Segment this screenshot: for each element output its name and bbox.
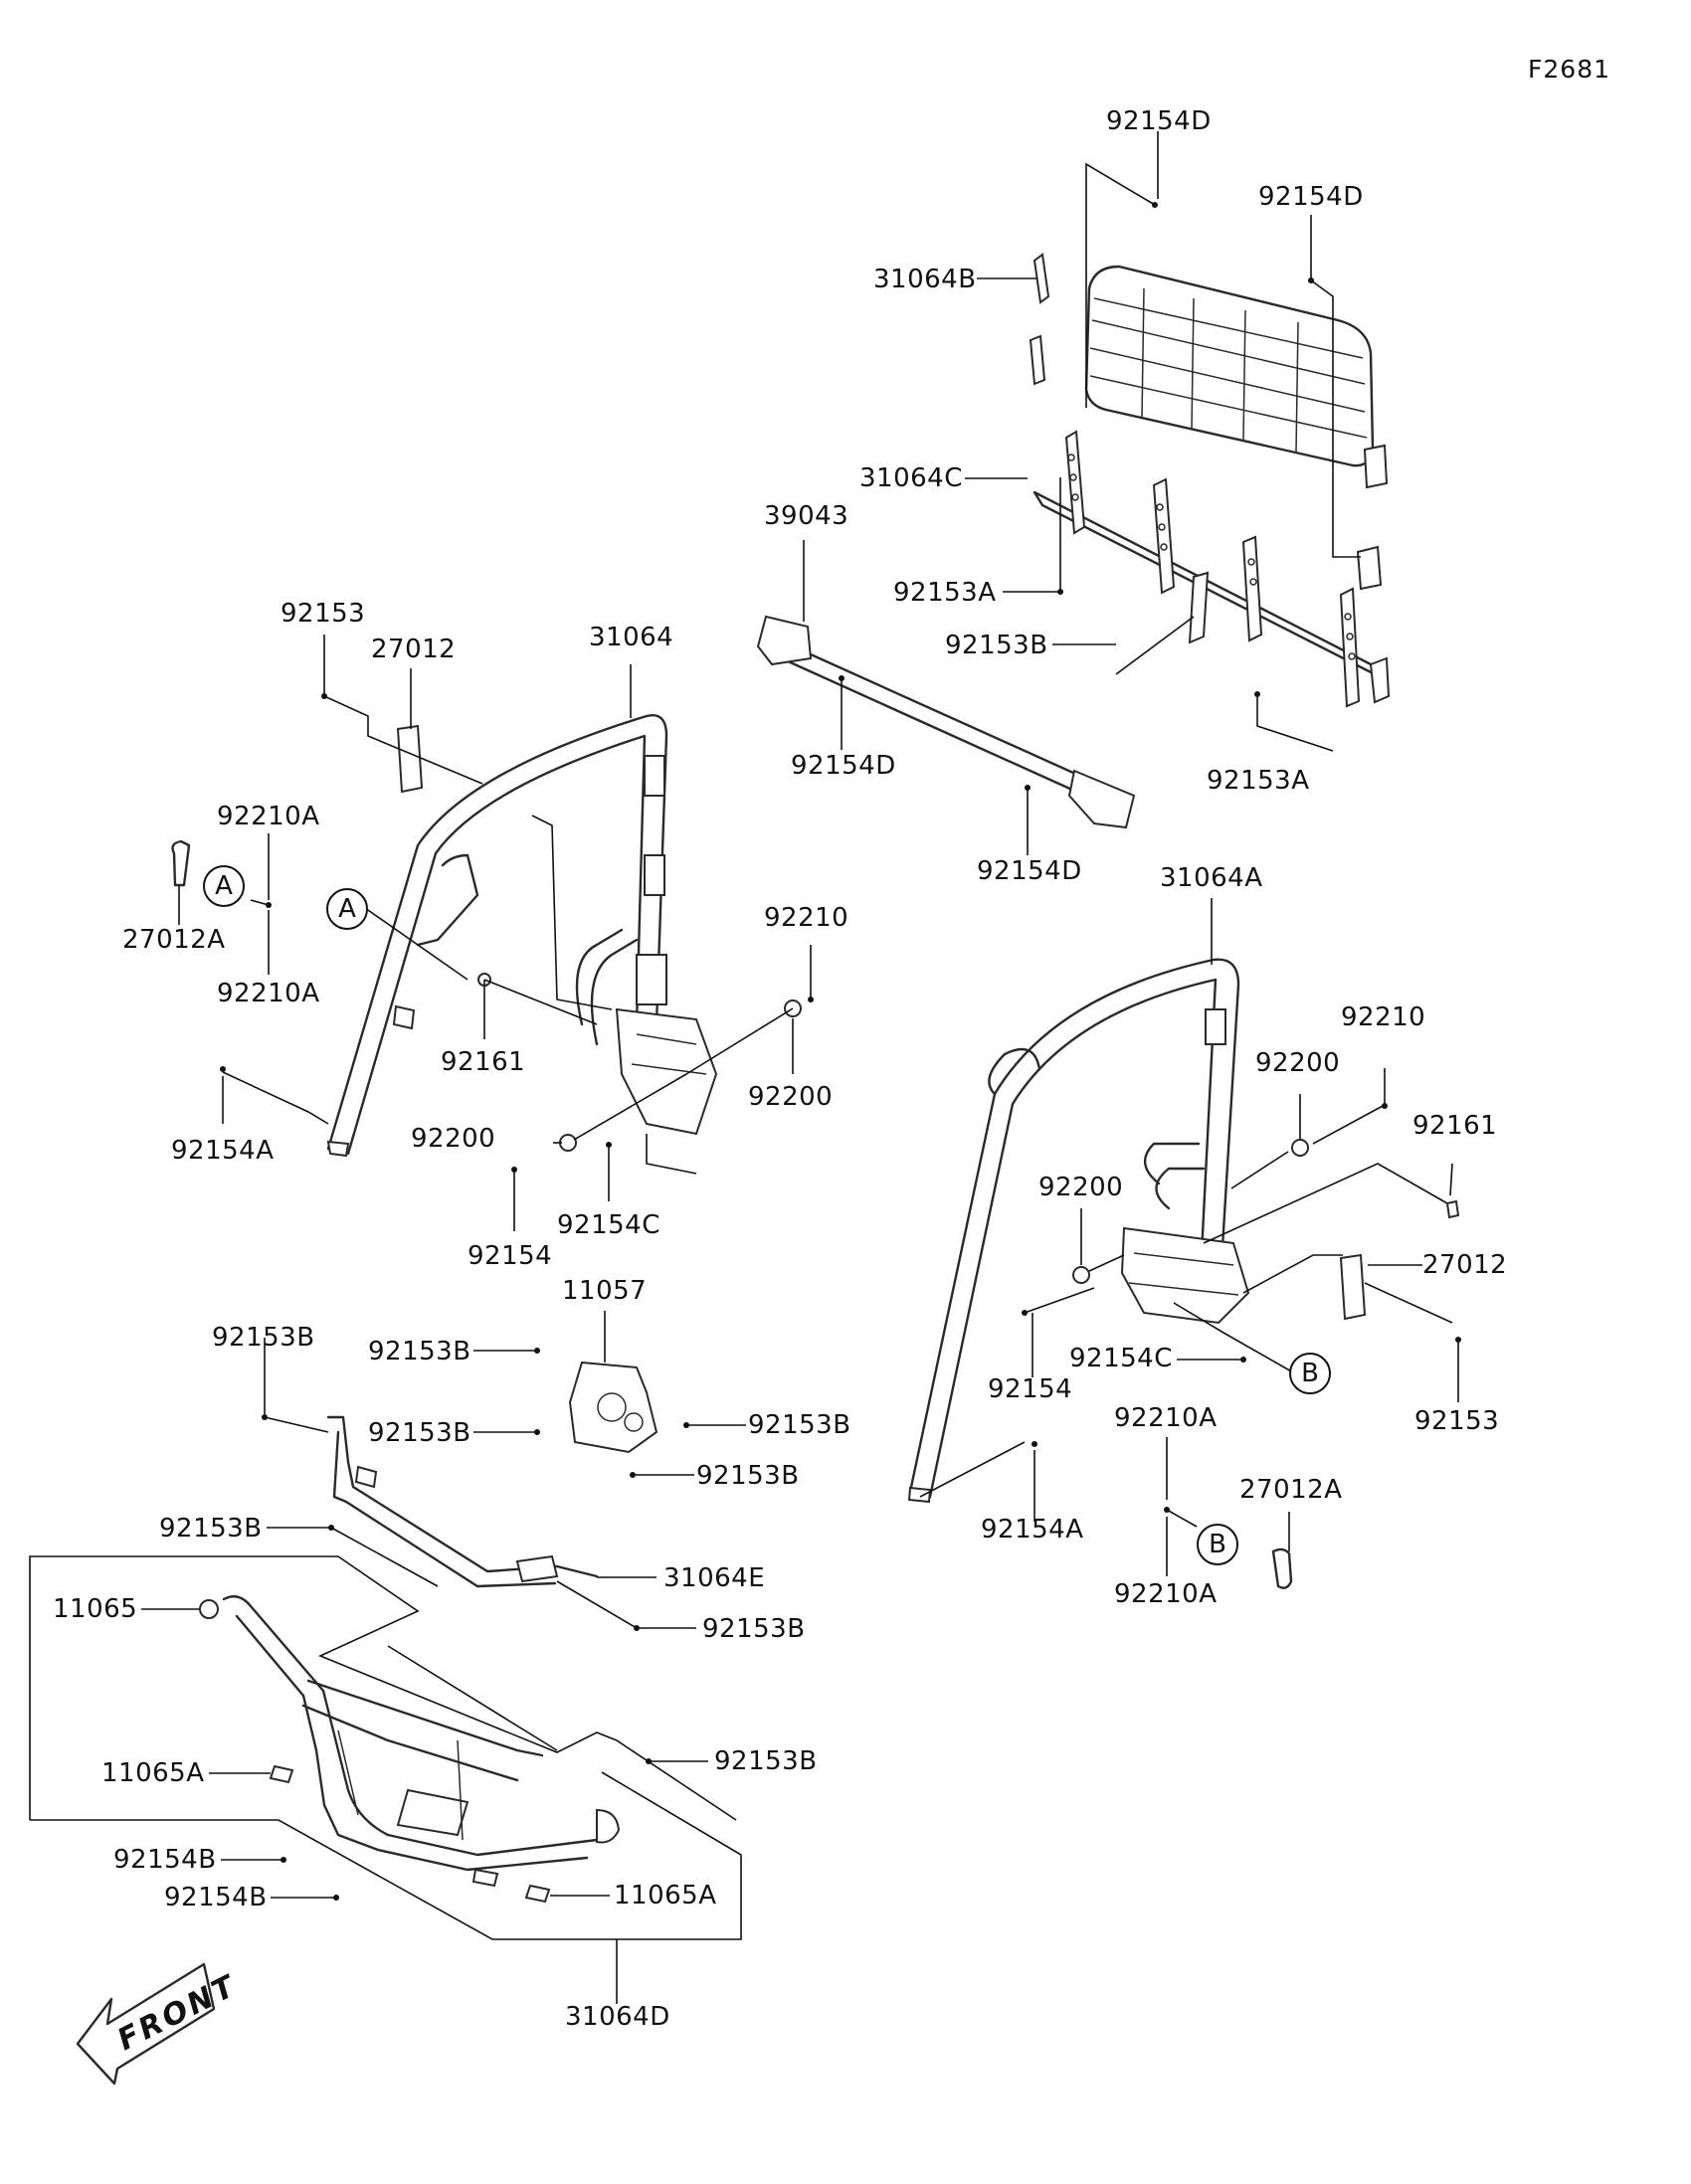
part-label-92161: 92161 [1412,1111,1498,1141]
part-label-92210: 92210 [764,903,849,933]
part-label-92154d: 92154D [977,856,1082,886]
part-label-92153b: 92153B [748,1410,851,1440]
part-label-92153: 92153 [281,599,366,629]
cross-bar-31064e [326,1415,599,1588]
part-label-92200: 92200 [1255,1048,1341,1078]
callout-a-small: A [203,865,245,907]
part-label-92153b: 92153B [714,1746,818,1776]
figure-code: F2681 [1528,55,1611,84]
part-label-92153b: 92153B [702,1614,806,1644]
part-label-92153b: 92153B [945,631,1048,660]
part-label-27012: 27012 [1422,1250,1508,1280]
part-label-92154d: 92154D [1106,106,1212,136]
part-label-39043: 39043 [764,501,849,531]
callout-a-left: A [326,888,368,930]
part-label-31064: 31064 [589,623,674,652]
part-label-92154c: 92154C [1069,1344,1173,1373]
part-label-92154d: 92154D [1258,182,1364,212]
part-label-92154c: 92154C [557,1210,660,1240]
part-label-92210a: 92210A [1114,1579,1218,1609]
part-label-92154: 92154 [468,1241,553,1271]
part-label-92153b: 92153B [159,1514,263,1544]
part-label-27012a: 27012A [122,925,226,955]
part-label-92210a: 92210A [217,802,320,831]
hinge-plate-11057 [568,1361,658,1454]
leader-lines [29,131,1461,2004]
part-label-27012a: 27012A [1239,1475,1343,1505]
part-label-92154b: 92154B [164,1883,268,1912]
left-door-frame-31064 [326,714,718,1158]
part-label-31064b: 31064B [873,265,977,294]
part-label-92154a: 92154A [171,1136,275,1166]
part-label-11065: 11065 [53,1594,138,1624]
part-label-92210: 92210 [1341,1002,1426,1032]
cross-bar-39043 [756,615,1136,829]
part-label-92153b: 92153B [696,1461,800,1491]
callout-b-right: B [1289,1353,1331,1394]
part-label-92200: 92200 [748,1082,834,1112]
part-label-27012: 27012 [371,635,457,664]
front-bumper-31064d [222,1595,621,1888]
part-label-31064c: 31064C [859,463,963,493]
part-label-92154a: 92154A [981,1515,1084,1545]
part-label-92210a: 92210A [217,979,320,1008]
part-label-92200: 92200 [1038,1173,1124,1202]
rear-screen-31064b [1029,253,1389,591]
part-label-31064a: 31064A [1160,863,1263,893]
part-label-92161: 92161 [441,1047,526,1077]
part-label-31064e: 31064E [663,1563,766,1593]
part-label-11065a: 11065A [101,1758,205,1788]
part-label-92200: 92200 [411,1124,496,1154]
part-label-11057: 11057 [562,1276,648,1306]
part-label-92210a: 92210A [1114,1403,1218,1433]
part-label-11065a: 11065A [614,1881,717,1911]
part-label-92153a: 92153A [893,578,997,608]
part-label-92153b: 92153B [368,1337,471,1366]
small-parts [171,724,1460,1904]
part-label-92154b: 92154B [113,1845,217,1875]
callout-b-small: B [1197,1524,1238,1565]
part-label-92153b: 92153B [368,1418,471,1448]
part-label-92154d: 92154D [791,751,896,781]
part-label-92153b: 92153B [212,1323,315,1353]
part-label-92154: 92154 [988,1374,1073,1404]
cross-bracket-31064c [1033,430,1391,708]
part-label-92153a: 92153A [1207,766,1310,796]
right-door-frame-31064a [907,958,1250,1504]
part-label-31064d: 31064D [565,2002,670,2032]
part-label-92153: 92153 [1414,1406,1500,1436]
front-arrow: FRONT [76,1962,243,2086]
